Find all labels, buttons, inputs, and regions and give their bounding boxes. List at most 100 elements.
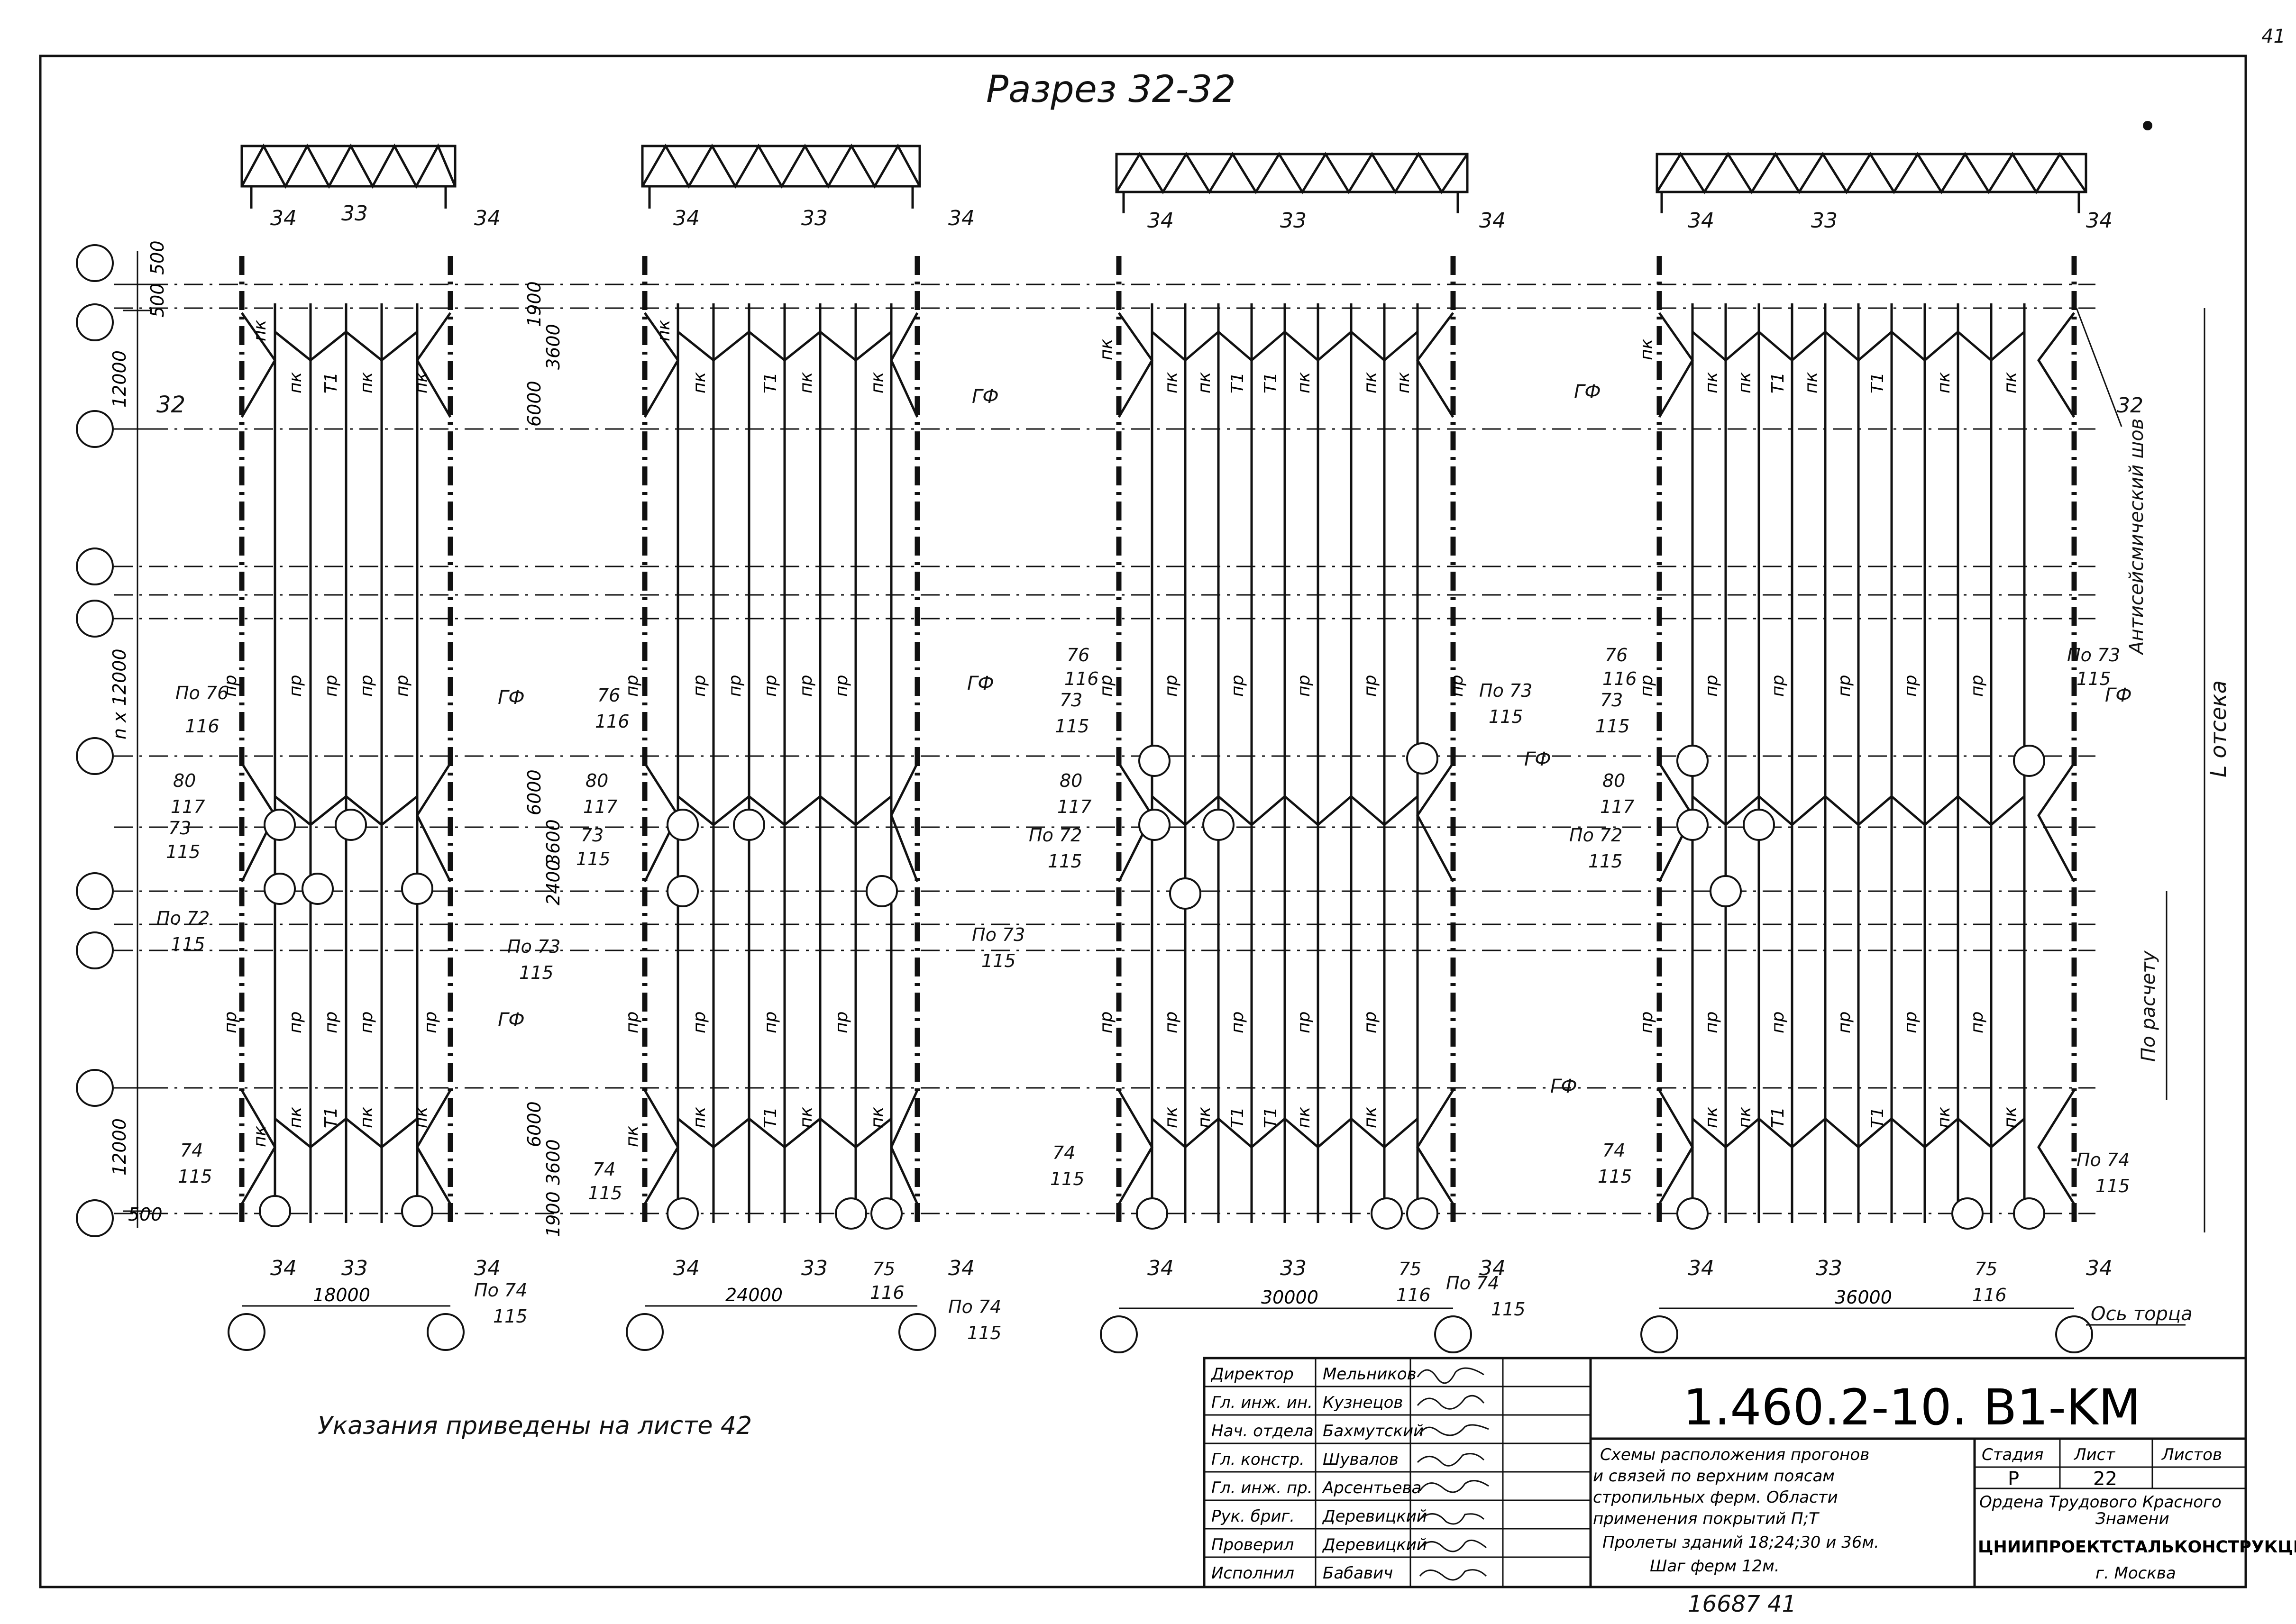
description-line: Пролеты зданий 18;24;30 и 36м. <box>1602 1533 1879 1552</box>
member-label-pr: пр <box>1901 675 1921 697</box>
member-label-pk: пк <box>868 1106 887 1128</box>
member-label-pk: пк <box>2001 372 2020 393</box>
stage-label: Стадия <box>1982 1445 2043 1464</box>
member-label-pk: пк <box>412 372 431 393</box>
node-ref-top: 80 <box>585 770 608 791</box>
member-label-t1: Т1 <box>1261 372 1281 393</box>
section-cut-34: 34 <box>2086 209 2113 233</box>
node-marker <box>1202 809 1235 841</box>
node-ref-top: По 73 <box>2067 645 2120 666</box>
member-label-t1: Т1 <box>1228 372 1247 393</box>
member-label-pr: пр <box>1447 675 1467 697</box>
section-cut-34: 34 <box>1147 209 1174 233</box>
member-label-t1: Т1 <box>761 372 780 393</box>
member-label-pk: пк <box>1802 372 1821 393</box>
member-label-pk: пк <box>286 1106 305 1128</box>
member-label-pr: пр <box>1835 675 1854 697</box>
staff-role: Рук. бриг. <box>1211 1507 1295 1526</box>
node-ref-top: По 74 <box>1446 1273 1499 1294</box>
member-label-pk: пк <box>1294 1106 1314 1128</box>
gf-label: ГФ <box>972 386 999 408</box>
node-ref-top: По 72 <box>1029 825 1082 846</box>
node-ref-bottom: 115 <box>1588 851 1623 872</box>
section-cut-34: 34 <box>1688 209 1714 233</box>
node-marker <box>1951 1197 1984 1230</box>
sheet-value: 22 <box>2093 1468 2117 1490</box>
node-marker <box>335 809 367 841</box>
node-marker <box>733 809 765 841</box>
node-marker <box>835 1197 867 1230</box>
section-cut-33: 33 <box>801 1256 828 1280</box>
staff-role: Директор <box>1210 1365 1294 1384</box>
staff-role: Проверил <box>1211 1535 1294 1554</box>
dim-500-top: 500 <box>147 240 168 275</box>
axis-marker <box>427 1313 465 1351</box>
dim-6000: 6000 <box>524 769 545 815</box>
member-label-pr: пр <box>761 675 780 697</box>
node-marker <box>264 809 296 841</box>
node-ref-bottom: 116 <box>595 711 630 732</box>
node-ref-bottom: 115 <box>588 1183 622 1204</box>
member-label-pr: пр <box>357 675 376 697</box>
node-ref-bottom: 115 <box>1048 851 1082 872</box>
member-label-pk: пк <box>1702 1106 1721 1128</box>
node-ref-top: По 73 <box>507 936 560 957</box>
dim-2400: 2400 <box>543 859 564 905</box>
section-cut-34: 34 <box>270 1256 297 1280</box>
axis-marker <box>76 547 114 585</box>
end-axis-note: Ось торца <box>2091 1303 2193 1325</box>
seismic-seam-note: Антисейсмический шов <box>2126 419 2148 656</box>
member-label-pr: пр <box>1097 1012 1116 1033</box>
node-ref-bottom: 115 <box>1598 1166 1632 1187</box>
node-marker <box>2013 1197 2045 1230</box>
gf-label: ГФ <box>1574 381 1601 403</box>
member-label-pk: пк <box>1195 372 1214 393</box>
sheet-label: Лист <box>2073 1445 2115 1464</box>
node-ref-bottom: 117 <box>171 796 205 817</box>
node-ref-bottom: 116 <box>870 1282 905 1303</box>
member-label-pr: пр <box>1768 1012 1788 1033</box>
staff-name: Арсентьева <box>1322 1478 1421 1497</box>
section-cut-33: 33 <box>1280 209 1307 233</box>
gf-label: ГФ <box>498 1009 525 1031</box>
node-ref-top: По 76 <box>175 683 229 703</box>
staff-name: Шувалов <box>1323 1450 1399 1469</box>
signatures <box>1417 1367 1489 1581</box>
node-marker <box>1138 745 1171 777</box>
description-line: и связей по верхним поясам <box>1593 1467 1835 1486</box>
section-mark-32: 32 <box>156 392 185 418</box>
node-ref-bottom: 117 <box>1057 796 1092 817</box>
axis-marker <box>76 1199 114 1237</box>
node-ref-bottom: 115 <box>166 841 201 862</box>
node-marker <box>1406 742 1438 775</box>
node-marker <box>866 875 898 907</box>
section-cut-33: 33 <box>1816 1256 1842 1280</box>
org-line1: Ордена Трудового Красного <box>1979 1493 2222 1512</box>
member-label-pk: пк <box>622 1125 642 1147</box>
org-city: г. Москва <box>2095 1564 2176 1583</box>
member-label-pk: пк <box>1394 372 1413 393</box>
node-ref-top: По 74 <box>2076 1150 2130 1170</box>
node-ref-top: 74 <box>593 1159 615 1180</box>
node-ref-bottom: 115 <box>1055 716 1089 737</box>
member-label-pk: пк <box>250 1125 270 1147</box>
description-line: стропильных ферм. Области <box>1593 1488 1838 1507</box>
axis-marker <box>898 1313 936 1351</box>
node-ref-top: 76 <box>597 685 620 706</box>
member-label-pk: пк <box>690 372 709 393</box>
member-label-pk: пк <box>868 372 887 393</box>
node-marker <box>1676 1197 1709 1230</box>
member-label-pr: пр <box>1228 1012 1247 1033</box>
node-ref-top: 75 <box>872 1259 895 1279</box>
truss-section <box>240 143 457 209</box>
member-label-pr: пр <box>690 675 709 697</box>
member-label-pr: пр <box>622 675 642 697</box>
gf-label: ГФ <box>498 687 525 709</box>
member-label-t1: Т1 <box>1228 1107 1247 1128</box>
node-ref-top: 80 <box>1060 770 1082 791</box>
dim-6000: 6000 <box>524 381 545 427</box>
axis-marker <box>1640 1315 1678 1353</box>
member-label-pk: пк <box>796 1106 816 1128</box>
member-label-pk: пк <box>250 319 270 341</box>
